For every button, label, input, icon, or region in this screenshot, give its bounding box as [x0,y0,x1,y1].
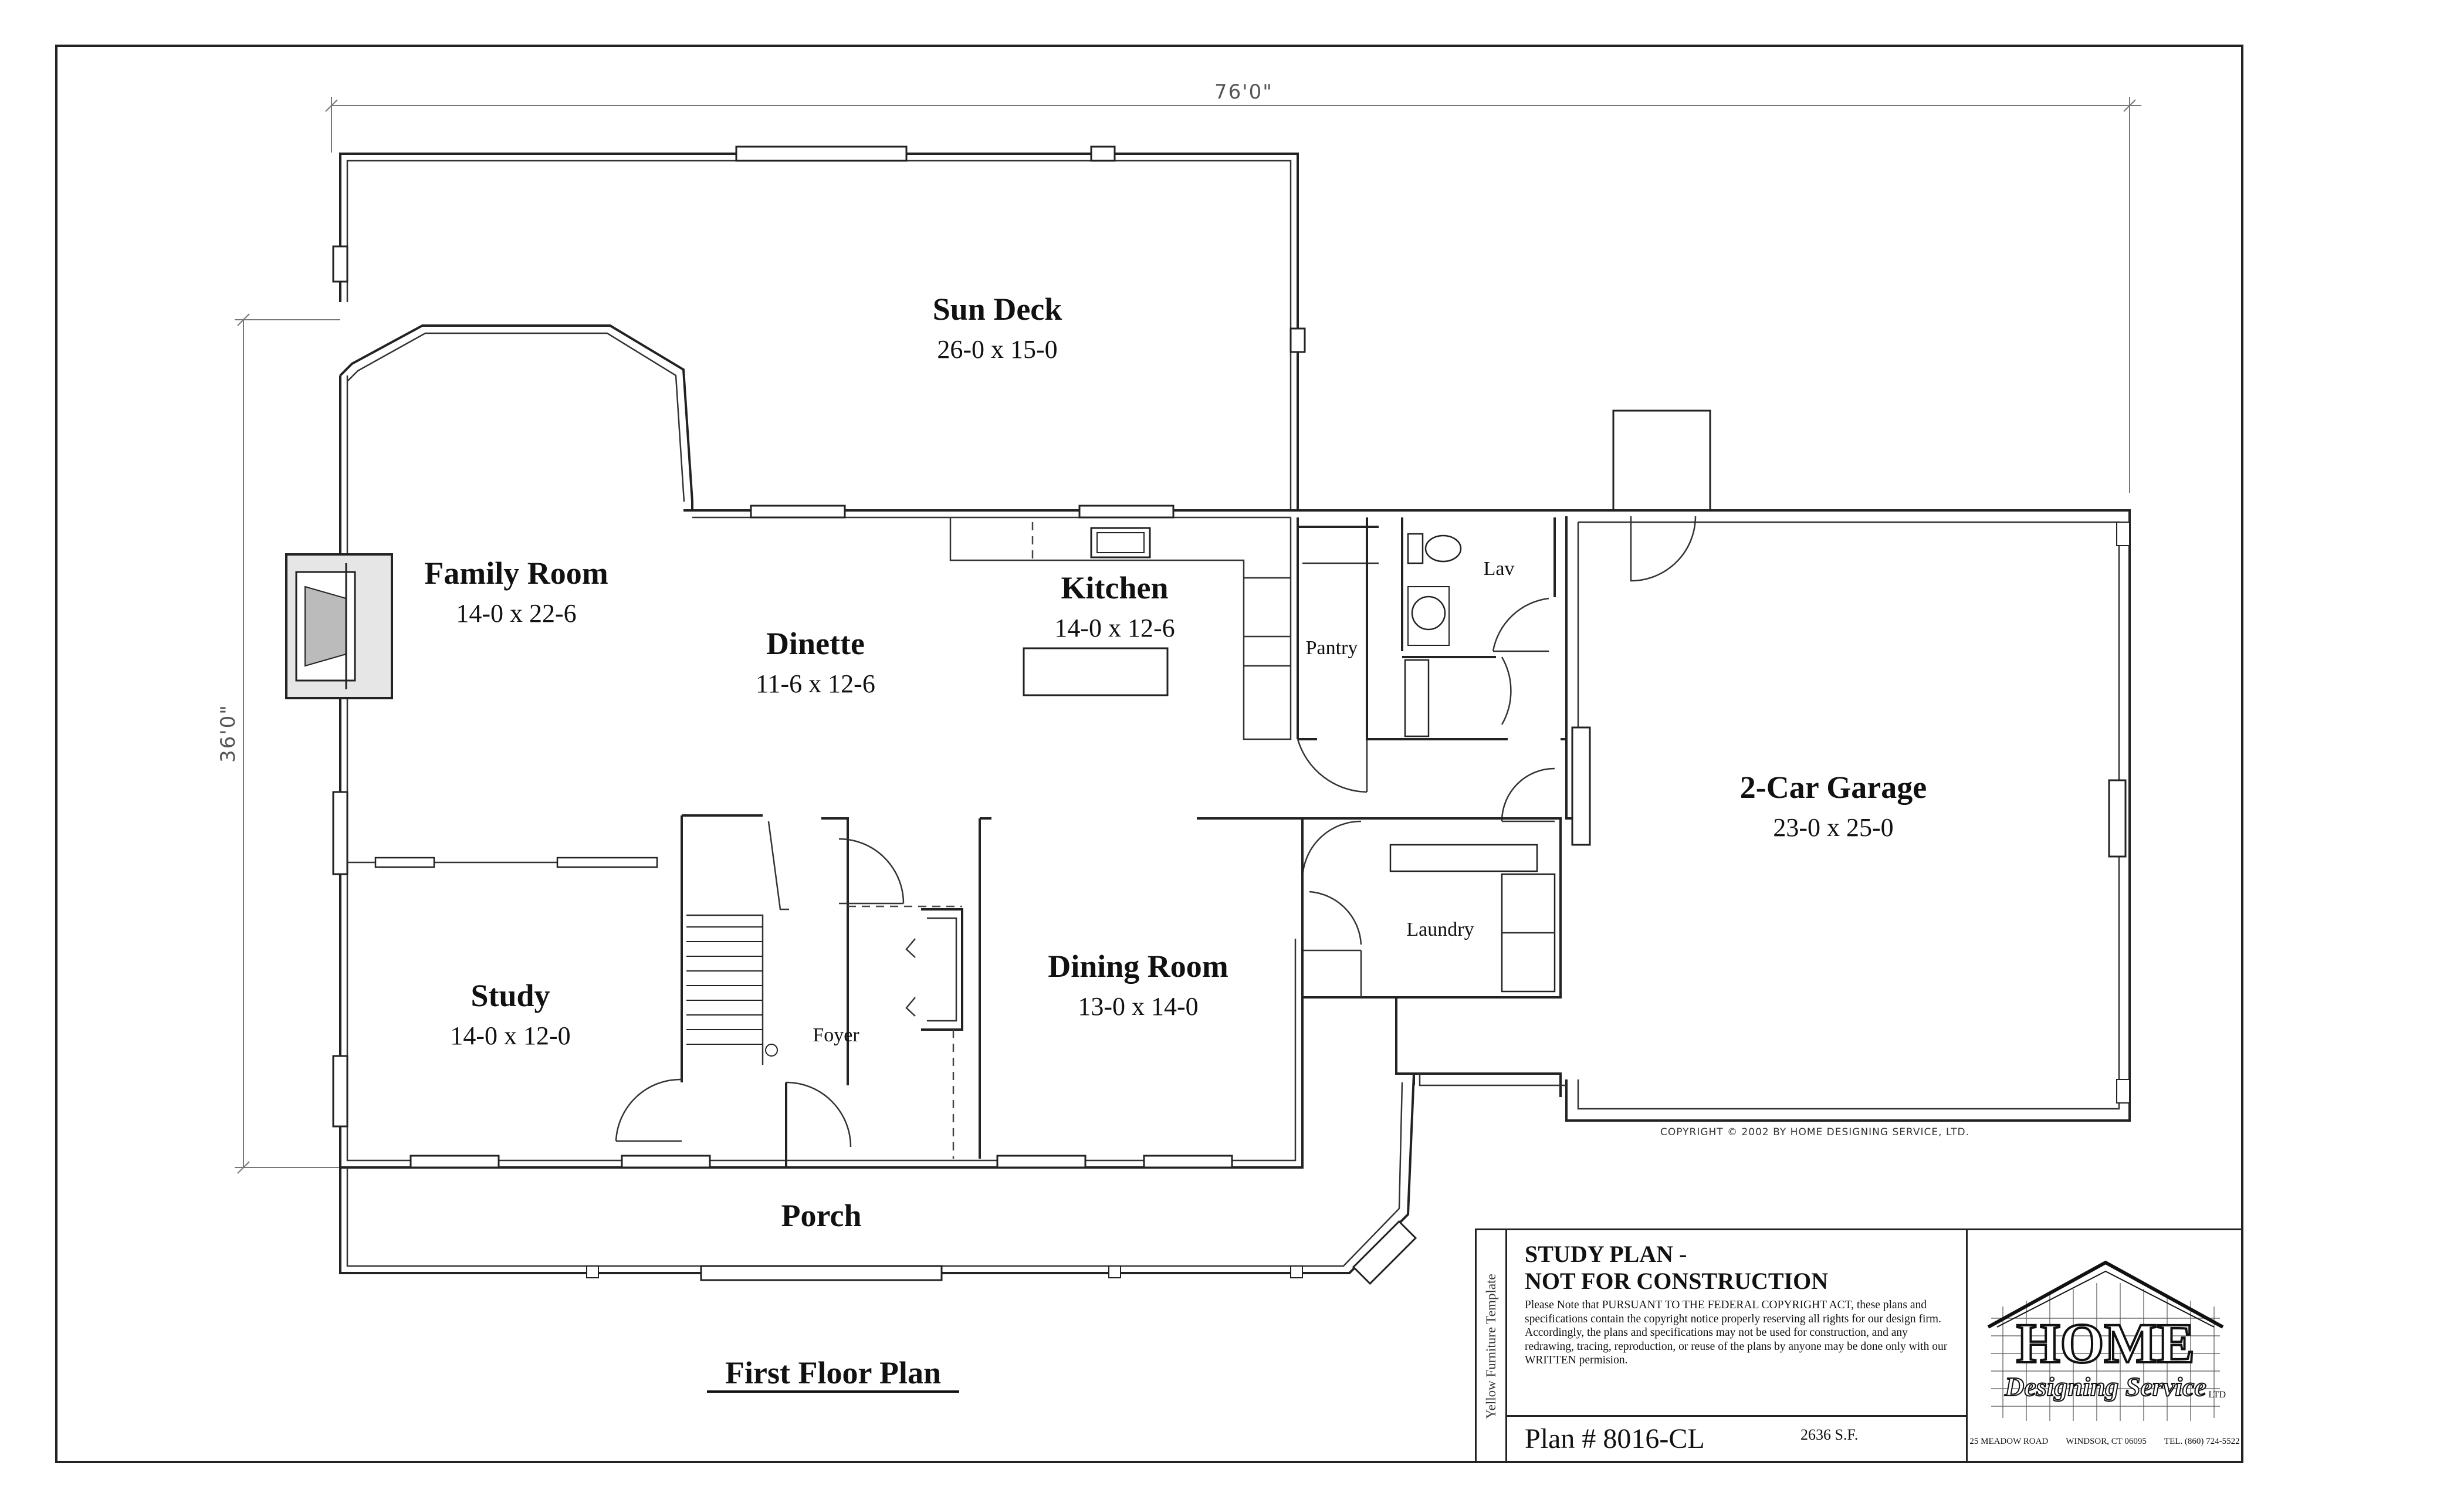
pantry-lav-walls [1297,517,1568,823]
room-study-size: 14-0 x 12-0 [450,1021,570,1050]
logo-main-text: HOME [2016,1312,2195,1375]
room-garage-size: 23-0 x 25-0 [1773,813,1893,842]
fireplace [285,553,393,699]
copyright-note: COPYRIGHT © 2002 BY HOME DESIGNING SERVI… [1660,1126,1969,1138]
dimension-width-label: 76'0" [1214,80,1273,104]
square-footage: 2636 S.F. [1800,1426,1859,1443]
room-foyer-name: Foyer [813,1024,859,1046]
porch-railing [339,1073,1417,1285]
room-pantry-name: Pantry [1306,637,1358,659]
room-garage-name: 2-Car Garage [1740,770,1927,805]
logo-suffix-text: LTD [2208,1390,2226,1400]
room-family-room-name: Family Room [424,556,608,591]
address-phone: TEL. (860) 724-5522 [2164,1437,2240,1446]
garage-walls [1565,409,2131,1122]
family-room-bay [339,324,693,510]
room-dining-room-name: Dining Room [1048,949,1228,984]
home-designing-logo: HOME Designing Service LTD [1987,1260,2226,1421]
study-plan-heading: STUDY PLAN - [1525,1241,1687,1267]
room-dinette-size: 11-6 x 12-6 [756,669,875,698]
room-kitchen-size: 14-0 x 12-6 [1054,614,1175,642]
room-sun-deck-size: 26-0 x 15-0 [937,335,1057,364]
room-dining-room-size: 13-0 x 14-0 [1078,992,1198,1021]
laundry-walls [1301,817,1566,1097]
address-city: WINDSOR, CT 06095 [2066,1437,2147,1446]
copyright-notice: Please Note that PURSUANT TO THE FEDERAL… [1525,1299,1948,1366]
plan-title: First Floor Plan [725,1355,941,1390]
address-street: 25 MEADOW ROAD [1969,1437,2049,1446]
room-dinette-name: Dinette [766,626,865,661]
kitchen-counters [949,517,1292,740]
room-family-room-size: 14-0 x 22-6 [456,599,576,628]
plan-number-box: Plan # 8016-CL 2636 S.F. [1507,1417,1968,1462]
title-block: Yellow Furniture Template STUDY PLAN - N… [1475,1228,2242,1462]
sheet-border [55,45,2243,1463]
room-porch-name: Porch [781,1198,862,1233]
dimension-width-line [325,97,2141,493]
plan-number: Plan # 8016-CL [1525,1423,1705,1454]
room-study-name: Study [471,978,550,1013]
sun-deck-railing [332,145,1306,509]
room-sun-deck-name: Sun Deck [933,292,1062,327]
dimension-depth-label: 36'0" [216,704,240,763]
not-for-construction-heading: NOT FOR CONSTRUCTION [1525,1268,1829,1294]
company-address: 25 MEADOW ROAD WINDSOR, CT 06095 TEL. (8… [1968,1437,2242,1447]
company-logo-panel: HOME Designing Service LTD 25 MEADOW ROA… [1968,1230,2242,1462]
room-kitchen-name: Kitchen [1061,570,1169,605]
title-block-notes: STUDY PLAN - NOT FOR CONSTRUCTION Please… [1507,1230,1968,1417]
room-lav-name: Lav [1484,558,1515,580]
side-label-text: Yellow Furniture Template [1483,1273,1498,1419]
logo-sub-text: Designing Service [2004,1372,2206,1402]
interior-walls [347,814,1304,1167]
title-block-side-label: Yellow Furniture Template [1477,1230,1507,1462]
room-laundry-name: Laundry [1406,919,1474,940]
dimension-depth-line [235,313,340,1174]
